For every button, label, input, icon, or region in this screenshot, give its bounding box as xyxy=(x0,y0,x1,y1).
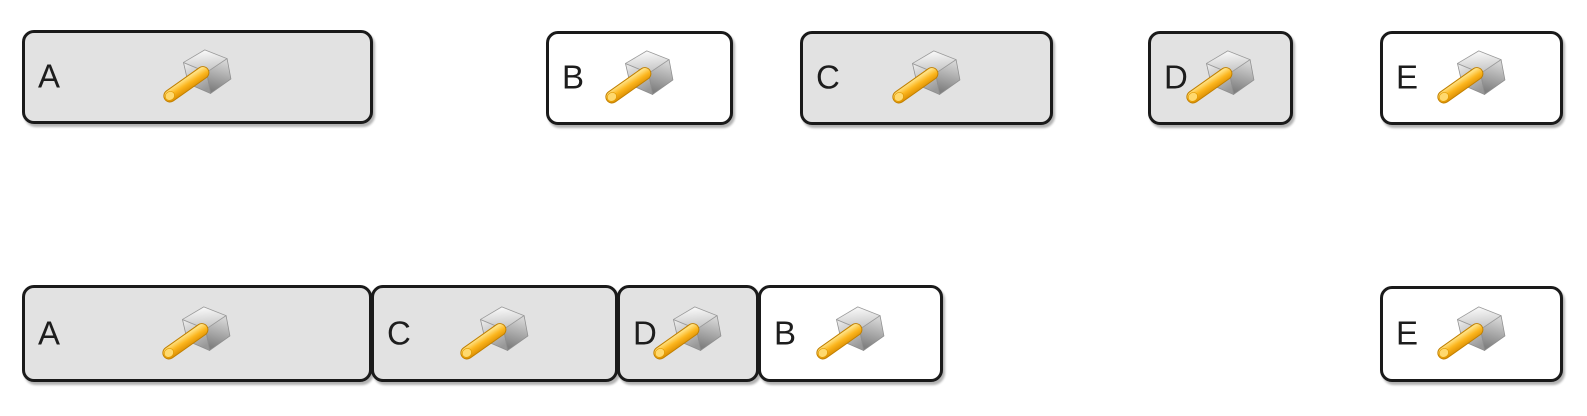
hammer-icon xyxy=(157,46,239,108)
card-B[interactable]: B xyxy=(758,285,943,382)
hammer-icon xyxy=(1431,47,1513,109)
card-C[interactable]: C xyxy=(800,31,1053,125)
card-label: A xyxy=(38,57,61,95)
hammer-icon xyxy=(599,47,681,109)
card-label: B xyxy=(774,314,797,352)
card-label: A xyxy=(38,314,61,352)
hammer-icon xyxy=(810,303,892,365)
card-label: D xyxy=(633,314,657,352)
card-C[interactable]: C xyxy=(371,285,618,382)
card-D[interactable]: D xyxy=(617,285,759,382)
card-label: D xyxy=(1164,58,1188,96)
hammer-icon xyxy=(454,303,536,365)
card-label: E xyxy=(1396,314,1419,352)
hammer-icon xyxy=(647,303,729,365)
card-E[interactable]: E xyxy=(1380,31,1563,125)
card-label: C xyxy=(816,58,840,96)
card-D[interactable]: D xyxy=(1148,31,1293,125)
hammer-icon xyxy=(886,47,968,109)
hammer-icon xyxy=(1180,47,1262,109)
card-E[interactable]: E xyxy=(1380,286,1563,382)
hammer-icon xyxy=(156,303,238,365)
card-A[interactable]: A xyxy=(22,285,372,382)
card-B[interactable]: B xyxy=(546,31,733,125)
card-A[interactable]: A xyxy=(22,30,373,124)
card-label: C xyxy=(387,314,411,352)
card-label: B xyxy=(562,58,585,96)
card-label: E xyxy=(1396,58,1419,96)
hammer-icon xyxy=(1431,303,1513,365)
